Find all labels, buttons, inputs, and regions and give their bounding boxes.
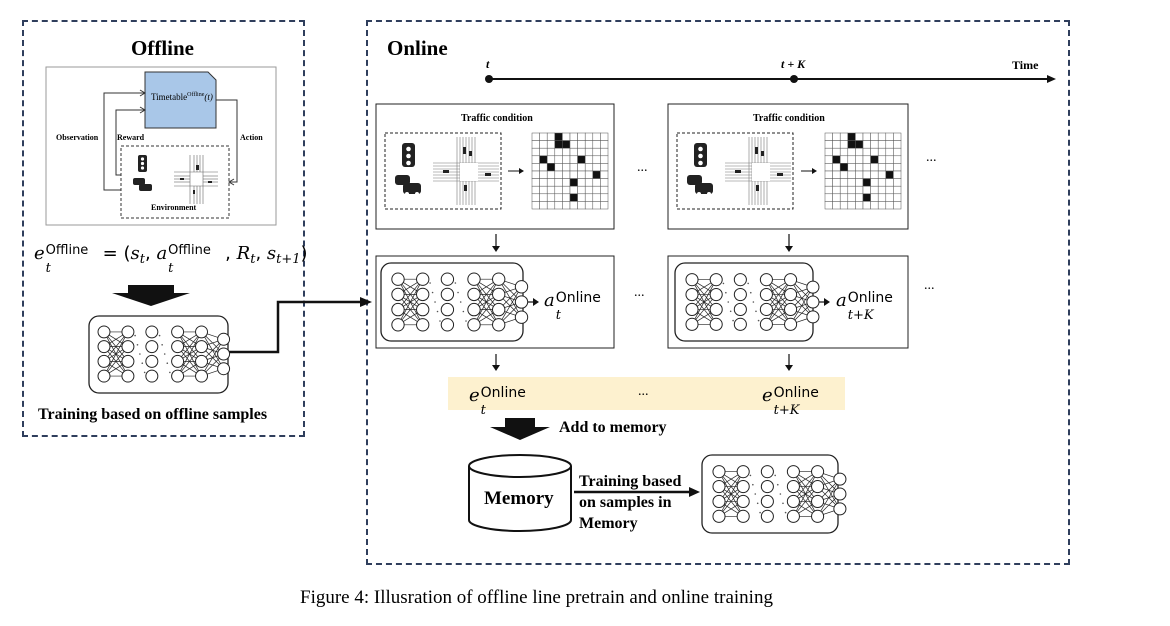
occupancy-grid-1 [531,132,609,210]
online-panel [366,20,1070,565]
transfer-connector [228,300,368,354]
occupancy-grid-2 [824,132,902,210]
online-network-panel-1 [375,255,615,349]
offline-title: Offline [131,36,194,60]
timeline-point-tk [790,75,798,83]
offline-panel [22,20,305,437]
junction-sketch-1 [384,132,502,210]
timeline-point-t [485,75,493,83]
offline-diagram-frame [45,66,277,226]
observation-loop [103,92,145,191]
online-network-panel-2 [667,255,909,349]
observation-label: Observation [56,133,99,142]
ellipsis-experience: ... [638,384,649,399]
car-icon [133,178,145,185]
timeline-label-tk: t + K [781,57,806,71]
memory-network [712,465,847,523]
action-loop [216,99,238,183]
memory-label: Memory [484,488,554,509]
timetable-card [144,71,217,129]
down-arrow [112,285,190,306]
action-label: Action [240,133,263,142]
traffic-condition-panel-1 [375,103,615,230]
timetable-label: TimetableOffline(t) [151,92,213,102]
reward-label: Reward [117,133,145,142]
training-memory-line-1: Training based [579,473,682,490]
online-network-2 [685,273,820,331]
add-to-memory-arrow [490,418,550,440]
ellipsis-network-right: ... [924,278,935,293]
online-network-1 [391,272,529,332]
ellipsis-traffic-right: ... [926,150,937,165]
ellipsis-network-mid: ... [634,285,645,300]
training-memory-line-3: Memory [579,515,638,532]
offline-training-label: Training based on offline samples [38,406,268,423]
ellipsis-traffic-mid: ... [637,160,648,175]
training-memory-line-2: on samples in [579,494,672,511]
experience-band [448,377,845,410]
traffic-condition-title-1: Traffic condition [461,113,533,124]
add-to-memory-label: Add to memory [559,419,667,436]
timeline-label-t: t [486,57,490,71]
intersection-icon [174,155,218,204]
traffic-condition-title-2: Traffic condition [753,113,825,124]
memory-cylinder [468,454,572,532]
offline-network [97,325,231,383]
figure-caption: Figure 4: Illusration of offline line pr… [300,587,773,608]
environment-label: Environment [151,203,197,212]
reward-loop [115,109,145,176]
timeline-label-time: Time [1012,58,1039,72]
traffic-condition-panel-2 [667,103,909,230]
online-title: Online [387,36,448,60]
junction-sketch-2 [676,132,794,210]
